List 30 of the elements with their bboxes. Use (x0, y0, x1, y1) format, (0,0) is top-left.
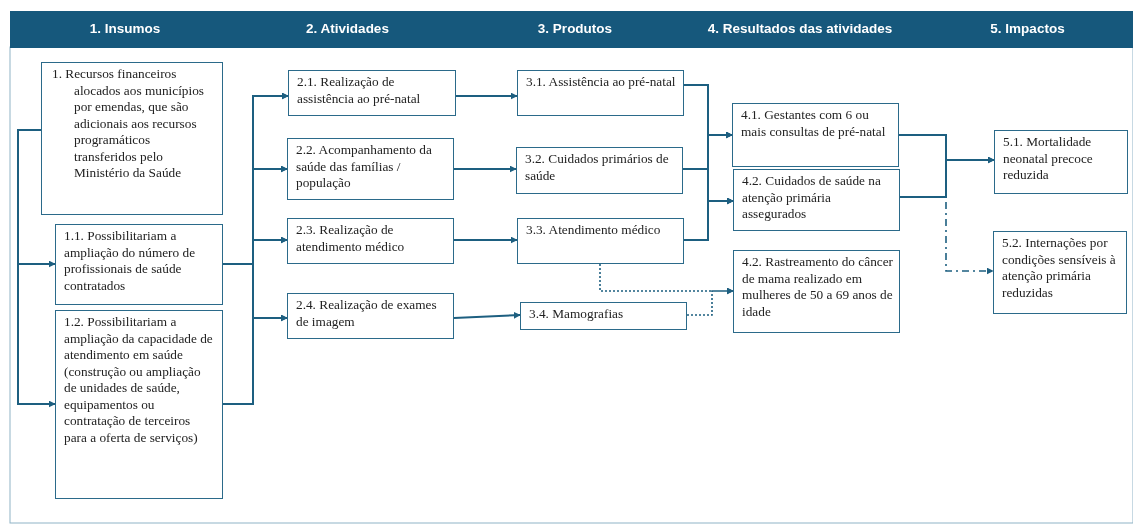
connector-arrow (683, 197, 734, 241)
text-box: 2.2. Acompanhamento da saúde das famílias / população (287, 138, 454, 200)
column-heading: 3. Produtos (536, 20, 614, 38)
column-heading: 2. Atividades (305, 20, 390, 38)
column-heading: 1. Insumos (88, 20, 162, 38)
text-box: 5.2. Internações por condições sensíveis à atenção primária reduzidas (993, 231, 1127, 314)
text-box: 4.2. Cuidados de saúde na atenção primária assegurados (733, 169, 900, 231)
connector-arrow (686, 287, 734, 316)
column-heading: 4. Resultados das atividades (706, 20, 894, 38)
text-box: 2.1. Realização de assistência ao pré-natal (288, 70, 456, 116)
text-box: 3.1. Assistência ao pré-natal (517, 70, 684, 116)
text-box: 3.4. Mamografias (520, 302, 687, 330)
text-box: 1. Recursos financeiros alocados aos municípios por emendas, que são adicionais aos recursos programáticos transferidos pelo Ministério da Saúde (41, 62, 223, 215)
text-box: 5.1. Mortalidade neonatal precoce reduzida (994, 130, 1128, 194)
text-box: 3.2. Cuidados primários de saúde (516, 147, 683, 194)
connector-arrow (453, 165, 517, 173)
column-heading: 5. Impactos (989, 20, 1066, 38)
connector-arrow (453, 311, 521, 319)
text-box: 2.3. Realização de atendimento médico (287, 218, 454, 264)
text-box: 4.2. Rastreamento do câncer de mama realizado em mulheres de 50 a 69 anos de idade (733, 250, 900, 333)
text-box: 4.1. Gestantes com 6 ou mais consultas de pré-natal (732, 103, 899, 167)
connector-arrow (222, 314, 288, 405)
connector-arrow (899, 196, 994, 275)
text-box: 2.4. Realização de exames de imagem (287, 293, 454, 339)
connector-arrow (453, 236, 518, 244)
text-box: 1.1. Possibilitariam a ampliação do número de profissionais de saúde contratados (55, 224, 223, 305)
connector-arrow (455, 92, 518, 100)
text-box: 1.2. Possibilitariam a ampliação da capacidade de atendimento em saúde (construção ou ampliação de unidades de saúde, equipamentos ou contratação de terceiros para a oferta de serviços) (55, 310, 223, 499)
connector-arrow (17, 129, 56, 408)
text-box: 3.3. Atendimento médico (517, 218, 684, 264)
